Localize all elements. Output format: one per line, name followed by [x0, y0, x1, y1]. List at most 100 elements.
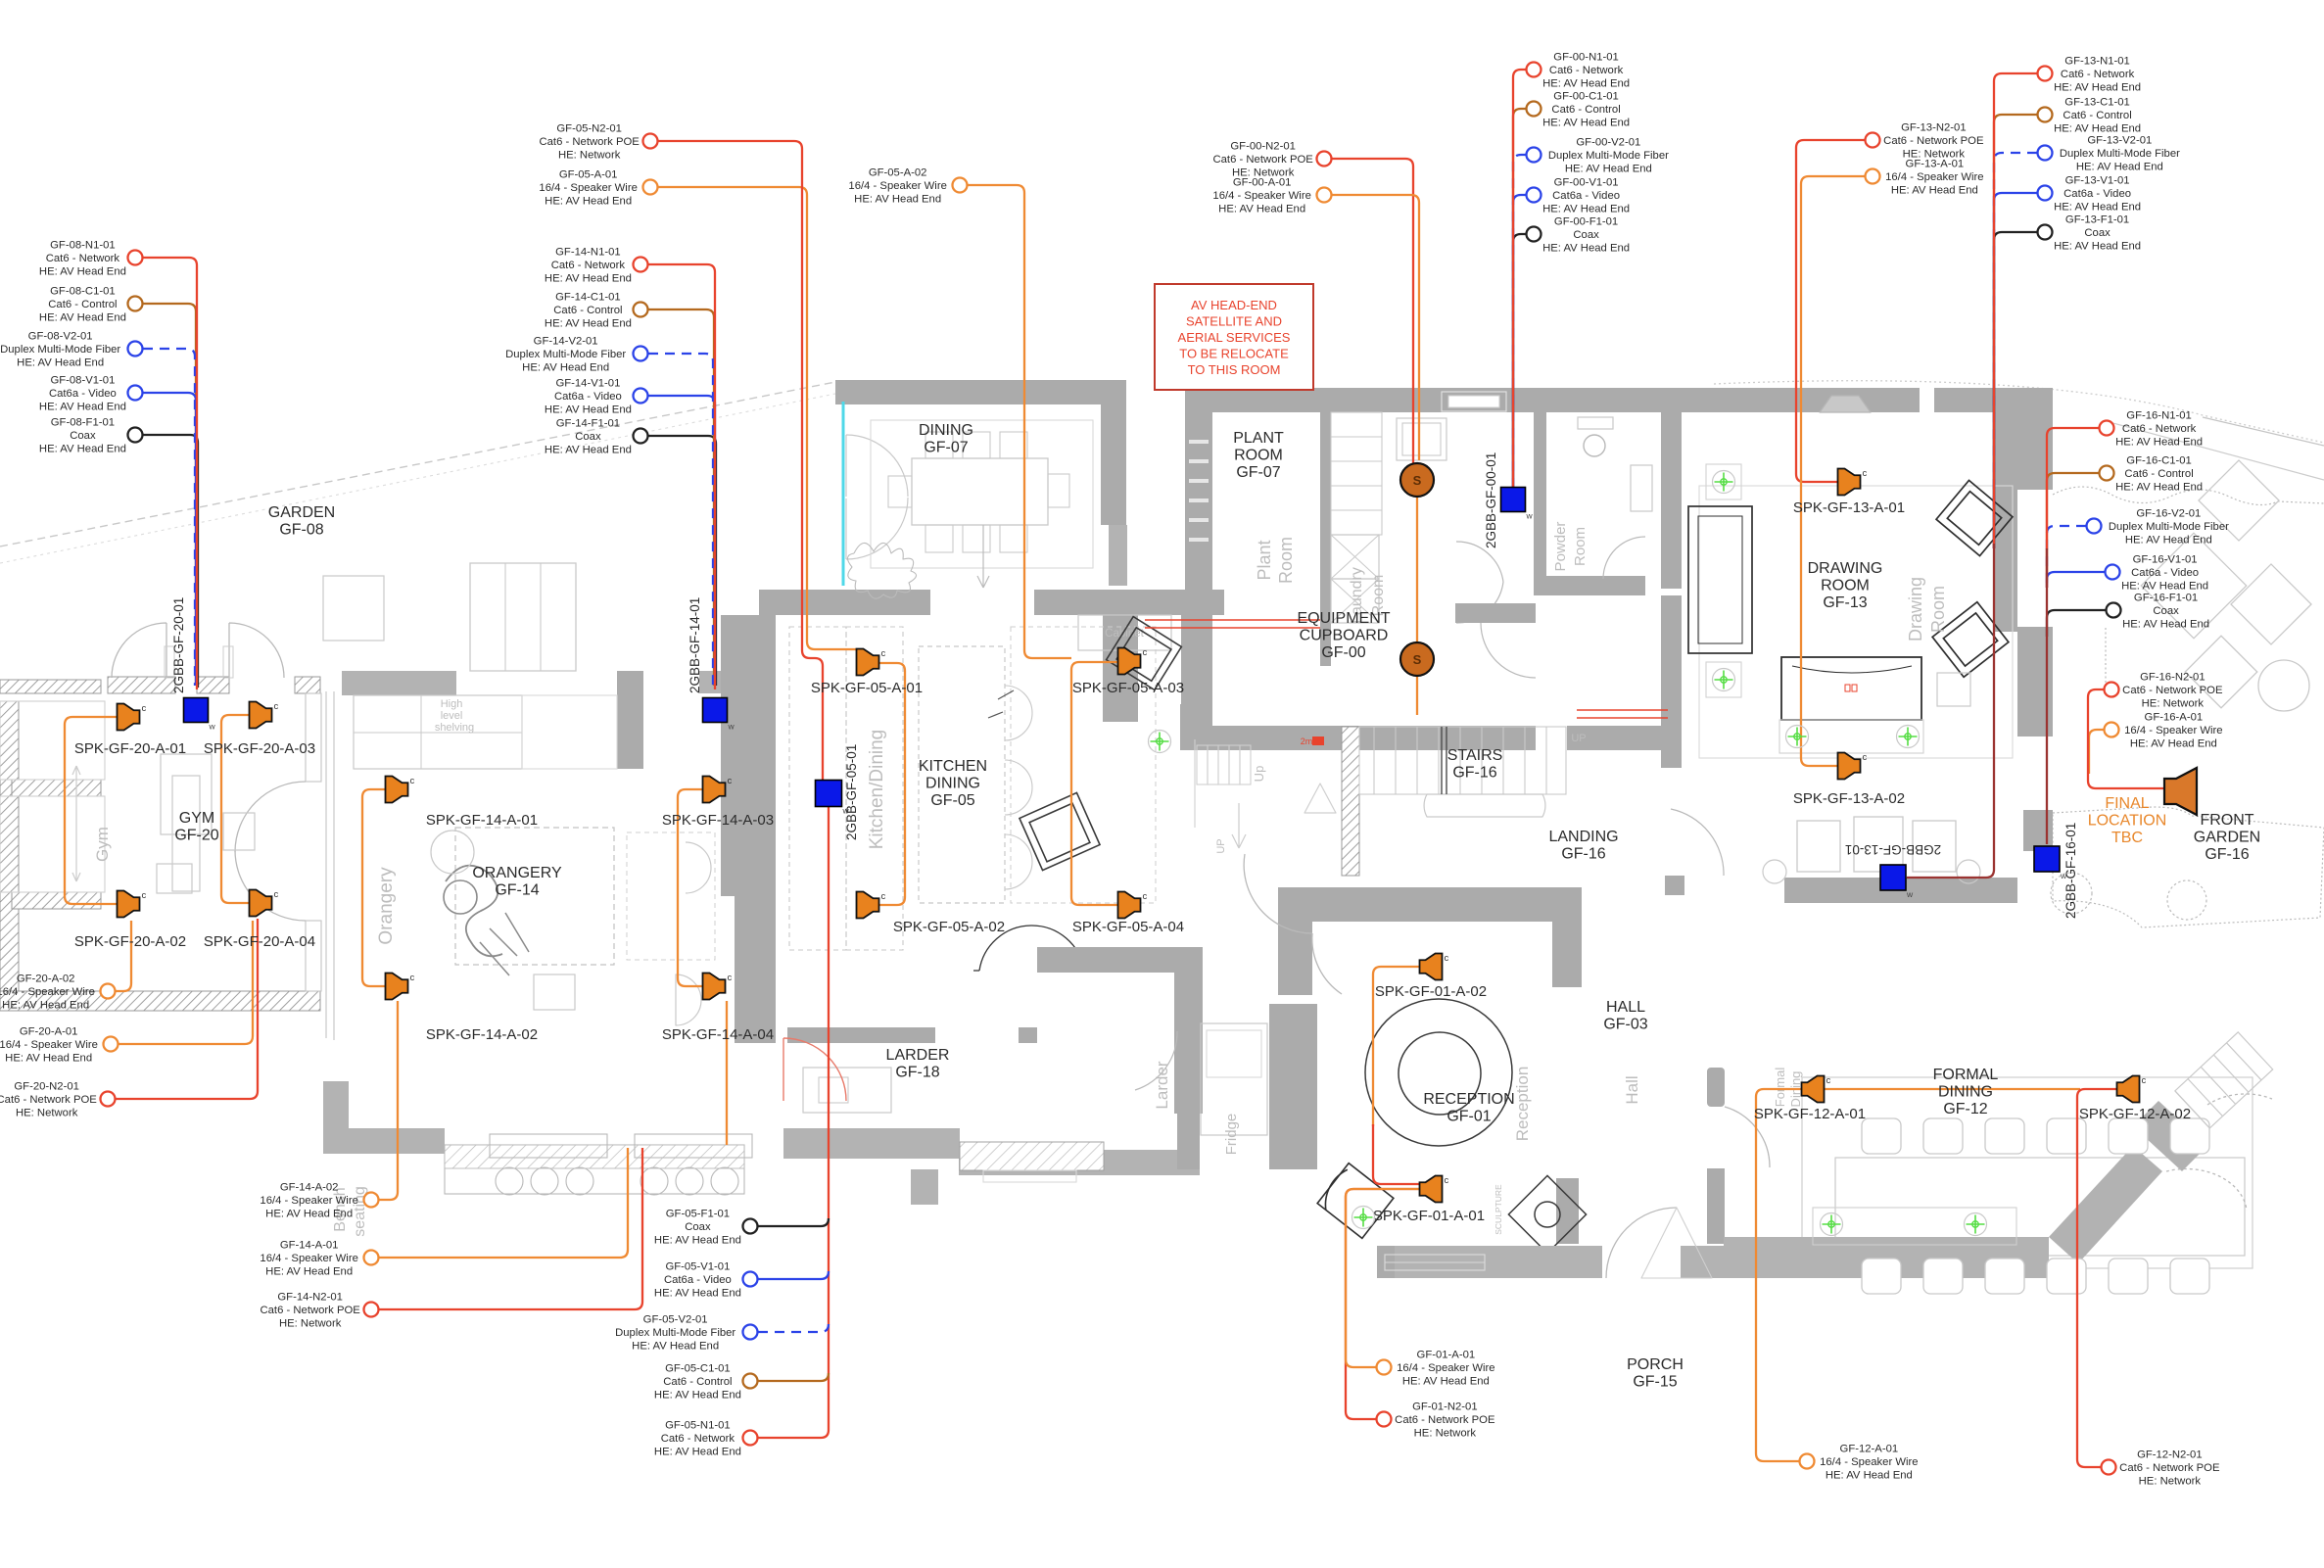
svg-text:FORMAL: FORMAL: [1933, 1067, 1999, 1083]
svg-text:SPK-GF-12-A-02: SPK-GF-12-A-02: [2079, 1106, 2191, 1122]
svg-text:SATELLITE AND: SATELLITE AND: [1186, 314, 1282, 329]
svg-text:Cat6 - Network POE: Cat6 - Network POE: [0, 1094, 97, 1106]
svg-text:HE: AV Head End: HE: AV Head End: [654, 1390, 741, 1402]
svg-text:GF-00-V2-01: GF-00-V2-01: [1576, 137, 1640, 149]
svg-text:Cat6 - Network: Cat6 - Network: [2122, 423, 2197, 435]
svg-text:SPK-GF-01-A-02: SPK-GF-01-A-02: [1375, 983, 1487, 1000]
svg-text:Cat6 - Control: Cat6 - Control: [1551, 104, 1620, 116]
svg-text:LOCATION: LOCATION: [2088, 813, 2167, 830]
svg-text:Duplex Multi-Mode Fiber: Duplex Multi-Mode Fiber: [0, 344, 120, 356]
svg-text:Cat6 - Network POE: Cat6 - Network POE: [1395, 1414, 1495, 1426]
svg-text:Coax: Coax: [2153, 605, 2179, 617]
svg-text:HE: AV Head End: HE: AV Head End: [5, 1053, 92, 1065]
svg-text:TBC: TBC: [2111, 830, 2143, 846]
svg-text:EQUIPMENT: EQUIPMENT: [1297, 610, 1390, 627]
svg-text:HE: AV Head End: HE: AV Head End: [39, 266, 126, 278]
svg-text:2GBB-GF-14-01: 2GBB-GF-14-01: [688, 597, 702, 693]
svg-text:HE: AV Head End: HE: AV Head End: [2130, 738, 2217, 750]
svg-text:HE: AV Head End: HE: AV Head End: [2115, 482, 2203, 494]
svg-text:S: S: [1413, 652, 1422, 667]
svg-text:Bench: Bench: [332, 1187, 349, 1231]
svg-text:HE: AV Head End: HE: AV Head End: [2115, 437, 2203, 449]
svg-text:HE: AV Head End: HE: AV Head End: [654, 1288, 741, 1300]
svg-text:SPK-GF-13-A-01: SPK-GF-13-A-01: [1793, 499, 1905, 516]
svg-text:GF-05-V2-01: GF-05-V2-01: [643, 1314, 708, 1326]
svg-text:GF-00-V1-01: GF-00-V1-01: [1554, 177, 1619, 189]
svg-text:GF-16-C1-01: GF-16-C1-01: [2126, 455, 2192, 467]
svg-text:SPK-GF-13-A-02: SPK-GF-13-A-02: [1793, 790, 1905, 807]
svg-text:Coax: Coax: [575, 431, 601, 443]
svg-text:GF-00-N2-01: GF-00-N2-01: [1230, 141, 1296, 153]
svg-text:AERIAL SERVICES: AERIAL SERVICES: [1178, 330, 1291, 345]
svg-text:SPK-GF-14-A-02: SPK-GF-14-A-02: [426, 1026, 538, 1043]
svg-text:c: c: [1445, 1175, 1449, 1186]
svg-text:HE: AV Head End: HE: AV Head End: [39, 312, 126, 324]
svg-text:HE: AV Head End: HE: AV Head End: [545, 318, 632, 330]
svg-text:GF-16-A-01: GF-16-A-01: [2145, 712, 2204, 724]
svg-text:LANDING: LANDING: [1548, 829, 1618, 845]
svg-text:Reception: Reception: [1513, 1067, 1532, 1142]
svg-text:GF-13-V1-01: GF-13-V1-01: [2065, 175, 2130, 187]
svg-text:w: w: [1526, 511, 1534, 521]
svg-text:GF-16-V2-01: GF-16-V2-01: [2136, 508, 2201, 520]
svg-text:HE: AV Head End: HE: AV Head End: [1542, 204, 1630, 215]
svg-text:c: c: [142, 703, 147, 714]
svg-text:GF-14-C1-01: GF-14-C1-01: [555, 292, 621, 304]
svg-text:Cat6 - Network POE: Cat6 - Network POE: [1883, 135, 1984, 147]
svg-text:DINING: DINING: [1938, 1084, 1993, 1101]
svg-text:GF-08: GF-08: [279, 522, 323, 539]
svg-text:w: w: [209, 722, 216, 732]
svg-text:KITCHEN: KITCHEN: [919, 758, 987, 775]
svg-text:Cat6 - Network POE: Cat6 - Network POE: [1212, 154, 1313, 166]
svg-text:GF-12: GF-12: [1943, 1101, 1987, 1117]
svg-text:16/4 - Speaker Wire: 16/4 - Speaker Wire: [260, 1195, 357, 1207]
svg-text:GF-05-V1-01: GF-05-V1-01: [665, 1261, 730, 1273]
svg-text:GF-16: GF-16: [2205, 846, 2249, 863]
svg-text:GF-13-A-01: GF-13-A-01: [1906, 159, 1965, 170]
svg-text:Plant: Plant: [1255, 540, 1274, 580]
svg-text:Room: Room: [1928, 586, 1948, 633]
svg-text:Cat6a - Video: Cat6a - Video: [2131, 567, 2199, 579]
svg-text:Cat6 - Network: Cat6 - Network: [661, 1433, 735, 1445]
svg-text:16/4 - Speaker Wire: 16/4 - Speaker Wire: [539, 182, 637, 194]
svg-text:HE: AV Head End: HE: AV Head End: [632, 1341, 719, 1353]
svg-text:GF-08-V2-01: GF-08-V2-01: [28, 331, 93, 343]
svg-text:Coax: Coax: [70, 430, 96, 442]
svg-text:Cat6a - Video: Cat6a - Video: [49, 388, 117, 400]
svg-text:Gym: Gym: [93, 827, 112, 862]
svg-text:S: S: [1413, 473, 1422, 488]
svg-text:GF-05-F1-01: GF-05-F1-01: [666, 1209, 730, 1220]
svg-text:Drawing: Drawing: [1906, 577, 1925, 641]
svg-text:Cat6 - Network POE: Cat6 - Network POE: [2119, 1462, 2220, 1474]
svg-text:GF-05-N2-01: GF-05-N2-01: [556, 123, 622, 135]
svg-text:16/4 - Speaker Wire: 16/4 - Speaker Wire: [0, 1039, 98, 1051]
svg-text:c: c: [1863, 468, 1868, 479]
svg-text:GF-18: GF-18: [895, 1065, 939, 1081]
svg-text:Larder: Larder: [1153, 1061, 1171, 1109]
svg-text:GF-14-N2-01: GF-14-N2-01: [277, 1292, 343, 1304]
svg-text:c: c: [274, 889, 279, 900]
svg-text:GF-13-F1-01: GF-13-F1-01: [2065, 214, 2129, 226]
svg-text:2GBB-GF-20-01: 2GBB-GF-20-01: [171, 597, 186, 693]
svg-text:HE: AV Head End: HE: AV Head End: [1542, 243, 1630, 255]
svg-text:2GBB-GF-05-01: 2GBB-GF-05-01: [844, 744, 859, 840]
svg-text:GF-08-V1-01: GF-08-V1-01: [50, 375, 115, 387]
svg-text:GF-13: GF-13: [1823, 594, 1867, 611]
svg-text:GF-05-C1-01: GF-05-C1-01: [665, 1363, 731, 1375]
svg-text:GF-13-N2-01: GF-13-N2-01: [1901, 122, 1967, 134]
svg-text:GF-16-V1-01: GF-16-V1-01: [2133, 554, 2198, 566]
svg-text:2m: 2m: [1301, 736, 1313, 746]
svg-text:HE: AV Head End: HE: AV Head End: [854, 194, 941, 206]
svg-text:HE: AV Head End: HE: AV Head End: [654, 1235, 741, 1247]
svg-text:GF-12-A-01: GF-12-A-01: [1840, 1444, 1899, 1455]
svg-text:SPK-GF-20-A-02: SPK-GF-20-A-02: [74, 933, 186, 950]
svg-text:Cat6 - Control: Cat6 - Control: [2124, 468, 2193, 480]
svg-text:Cat6a - Video: Cat6a - Video: [1552, 190, 1620, 202]
svg-text:Duplex Multi-Mode Fiber: Duplex Multi-Mode Fiber: [615, 1327, 735, 1339]
svg-text:FINAL: FINAL: [2105, 795, 2149, 812]
svg-text:GF-15: GF-15: [1633, 1374, 1677, 1391]
svg-text:SPK-GF-20-A-01: SPK-GF-20-A-01: [74, 740, 186, 757]
svg-text:Cat6 - Control: Cat6 - Control: [2063, 110, 2131, 121]
svg-text:Orangery: Orangery: [376, 867, 397, 945]
svg-text:Cat6 - Network: Cat6 - Network: [1549, 65, 1624, 76]
